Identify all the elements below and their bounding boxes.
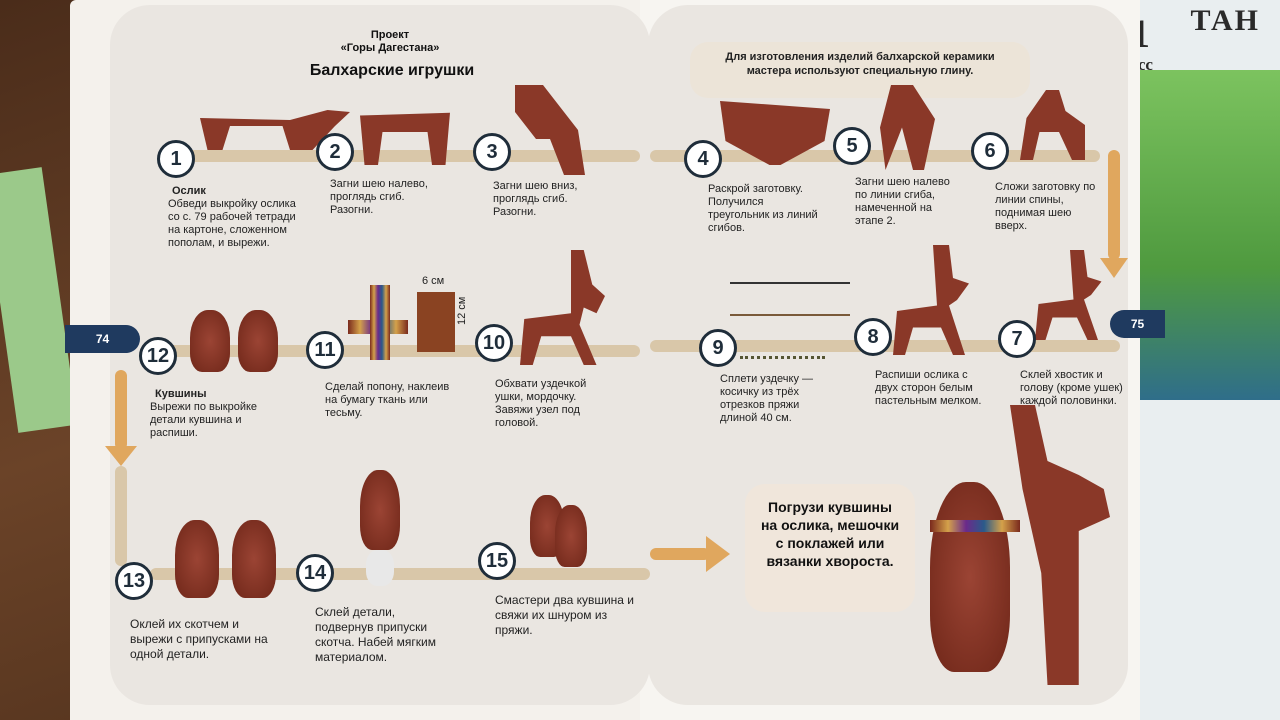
- braided-bridle: [740, 342, 825, 359]
- book-title: ТАН: [1190, 4, 1260, 37]
- step-1-number: 1: [157, 140, 195, 178]
- step-1-text: Обведи выкройку ослика со с. 79 рабочей …: [168, 198, 296, 249]
- jug-image-2: [238, 310, 278, 372]
- page-number-left: 74: [65, 325, 140, 353]
- project-label: Проект: [370, 29, 410, 41]
- step-7-text: Склей хвостик и голову (кроме ушек) кажд…: [1020, 369, 1123, 407]
- final-instruction: Погрузи кувшины на ослика, мешочки с пок…: [745, 484, 915, 612]
- track-row-3-left: [150, 568, 650, 580]
- arrow-down-right-icon: [1100, 258, 1128, 278]
- track-left-vertical: [115, 466, 127, 566]
- step-8-text: Распиши ослика с двух сторон белым пасте…: [875, 369, 982, 407]
- step-12-heading: Кувшины: [155, 388, 207, 400]
- ribbon-loop: [370, 285, 390, 360]
- step-10-number: 10: [475, 324, 513, 362]
- taped-jug-2: [232, 520, 276, 598]
- step-8-number: 8: [854, 318, 892, 356]
- step-1-heading: Ослик: [172, 185, 206, 197]
- assembled-jug: [360, 470, 400, 550]
- step-4-text: Раскрой заготовку. Получился треугольник…: [708, 183, 818, 234]
- taped-jug-1: [175, 520, 219, 598]
- track-down-right: [1108, 150, 1120, 260]
- donkey-blanket: [930, 520, 1020, 532]
- jug-image-1: [190, 310, 230, 372]
- step-15-number: 15: [478, 542, 516, 580]
- step-14-number: 14: [296, 554, 334, 592]
- track-row-2-left: [160, 345, 640, 357]
- step-2-number: 2: [316, 133, 354, 171]
- stuffing-material: [366, 550, 394, 586]
- arrow-down-left-icon: [105, 446, 137, 466]
- step-5-text: Загни шею налево по линии сгиба, намечен…: [855, 176, 950, 227]
- project-name: «Горы Дагестана»: [340, 42, 440, 54]
- dimension-width: 6 см: [422, 275, 445, 287]
- page-title: Балхарские игрушки: [309, 62, 475, 79]
- step-10-text: Обхвати уздечкой ушки, мордочку. Завяжи …: [495, 378, 587, 429]
- page-number-right: 75: [1110, 310, 1165, 338]
- jug-pair-2: [555, 505, 587, 567]
- track-down-left: [115, 370, 127, 450]
- step-11-number: 11: [306, 331, 344, 369]
- track-row-3-right: [650, 548, 710, 560]
- step-3-text: Загни шею вниз, проглядь сгиб. Разогни.: [493, 180, 578, 218]
- track-row-1-left: [160, 150, 640, 162]
- dimension-height: 12 см: [456, 296, 468, 325]
- step-3-number: 3: [473, 133, 511, 171]
- step-9-number: 9: [699, 329, 737, 367]
- blanket-swatch: [417, 292, 455, 352]
- step-11-text: Сделай попону, наклеив на бумагу ткань и…: [325, 381, 450, 419]
- clay-note: Для изготовления изделий балхарской кера…: [690, 42, 1030, 98]
- step-15-text: Смастери два кувшина и свяжи их шнуром и…: [495, 593, 635, 637]
- step-6-number: 6: [971, 132, 1009, 170]
- step-13-text: Оклей их скотчем и вырежи с припусками н…: [130, 617, 268, 661]
- arrow-right-icon: [706, 536, 730, 572]
- step-5-number: 5: [833, 127, 871, 165]
- step-6-text: Сложи заготовку по линии спины, поднимая…: [995, 181, 1096, 232]
- step-12-number: 12: [139, 337, 177, 375]
- step-2-text: Загни шею налево, проглядь сгиб. Разогни…: [330, 178, 428, 216]
- step-14-text: Склей детали, подвернув припуски скотча.…: [315, 605, 437, 664]
- step-7-number: 7: [998, 320, 1036, 358]
- step-4-number: 4: [684, 140, 722, 178]
- step-13-number: 13: [115, 562, 153, 600]
- loaded-jug-large: [930, 482, 1010, 672]
- step-9-text: Сплети уздечку — косичку из трёх отрезко…: [720, 373, 814, 424]
- yarn-strands: [730, 282, 850, 316]
- step-12-text: Вырежи по выкройке детали кувшина и расп…: [150, 401, 258, 439]
